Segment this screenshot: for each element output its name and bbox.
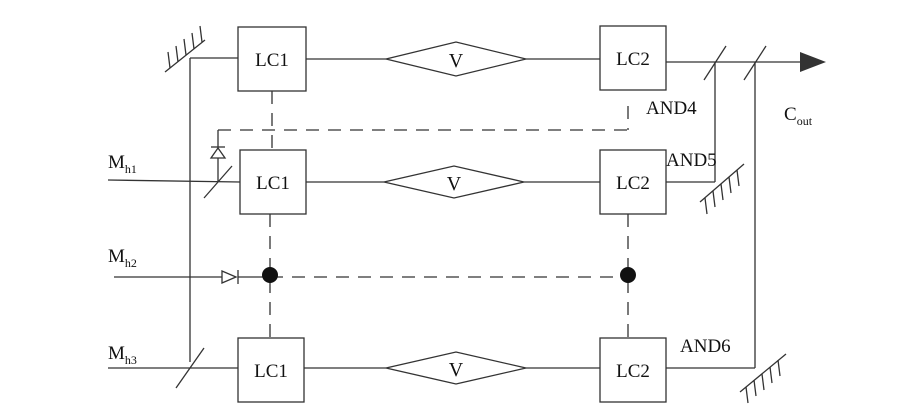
row3-lc2-label: LC2: [616, 361, 650, 382]
output-label: Cout: [784, 104, 813, 128]
and6-label: AND6: [680, 336, 731, 357]
mh3-tick: [175, 347, 205, 389]
row3-lc2-box: [599, 337, 667, 403]
mh2-label: Mh2: [108, 246, 137, 270]
diode-symbol-feedback: [209, 146, 227, 159]
mh3-label: Mh3: [108, 343, 137, 367]
row1-v-label: V: [449, 50, 464, 72]
row1-lc1-label: LC1: [255, 50, 289, 71]
row1-lc2-box: [599, 25, 667, 91]
ground-symbol-and6: [739, 353, 787, 404]
row2-lc2-box: [599, 149, 667, 215]
junction-dot-left: [262, 267, 278, 283]
row1-lc1-box: [237, 26, 307, 92]
mh1-label: Mh1: [108, 152, 137, 176]
row3-v-label: V: [449, 359, 464, 381]
row2-lc1-label: LC1: [256, 173, 290, 194]
junction-dot-right: [620, 267, 636, 283]
and4-label: AND4: [646, 98, 697, 119]
and5-label: AND5: [666, 150, 717, 171]
output-arrowhead: [800, 52, 826, 72]
diode-symbol-mh2: [221, 270, 239, 284]
row3-lc1-box: [237, 337, 305, 403]
row2-lc1-box: [239, 149, 307, 215]
row2-lc2-label: LC2: [616, 173, 650, 194]
row3-lc1-label: LC1: [254, 361, 288, 382]
row2-v-label: V: [447, 173, 462, 195]
ground-symbol-and5: [699, 163, 745, 215]
ground-symbol-top-left: [164, 25, 206, 73]
mh1-tick: [203, 165, 233, 199]
row1-lc2-label: LC2: [616, 49, 650, 70]
